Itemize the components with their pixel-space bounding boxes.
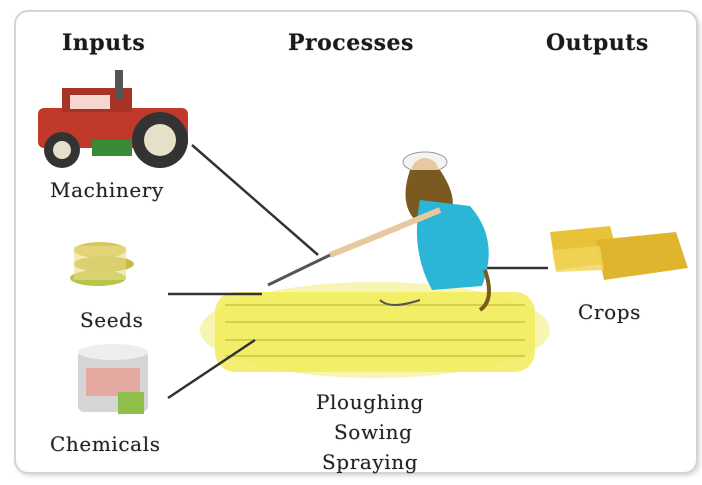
label-sowing: Sowing [334,420,413,444]
label-seeds: Seeds [80,308,143,332]
field-icon [200,282,550,378]
label-ploughing: Ploughing [316,390,424,414]
header-processes: Processes [288,30,414,56]
chemicals-icon [78,344,148,414]
seeds-icon [70,242,134,286]
crops-icon [550,226,688,280]
header-inputs: Inputs [62,30,145,56]
header-outputs: Outputs [546,30,649,56]
tractor-icon [38,70,188,168]
label-chemicals: Chemicals [50,432,161,456]
label-crops: Crops [578,300,641,324]
label-spraying: Spraying [322,450,418,474]
label-machinery: Machinery [50,178,164,202]
